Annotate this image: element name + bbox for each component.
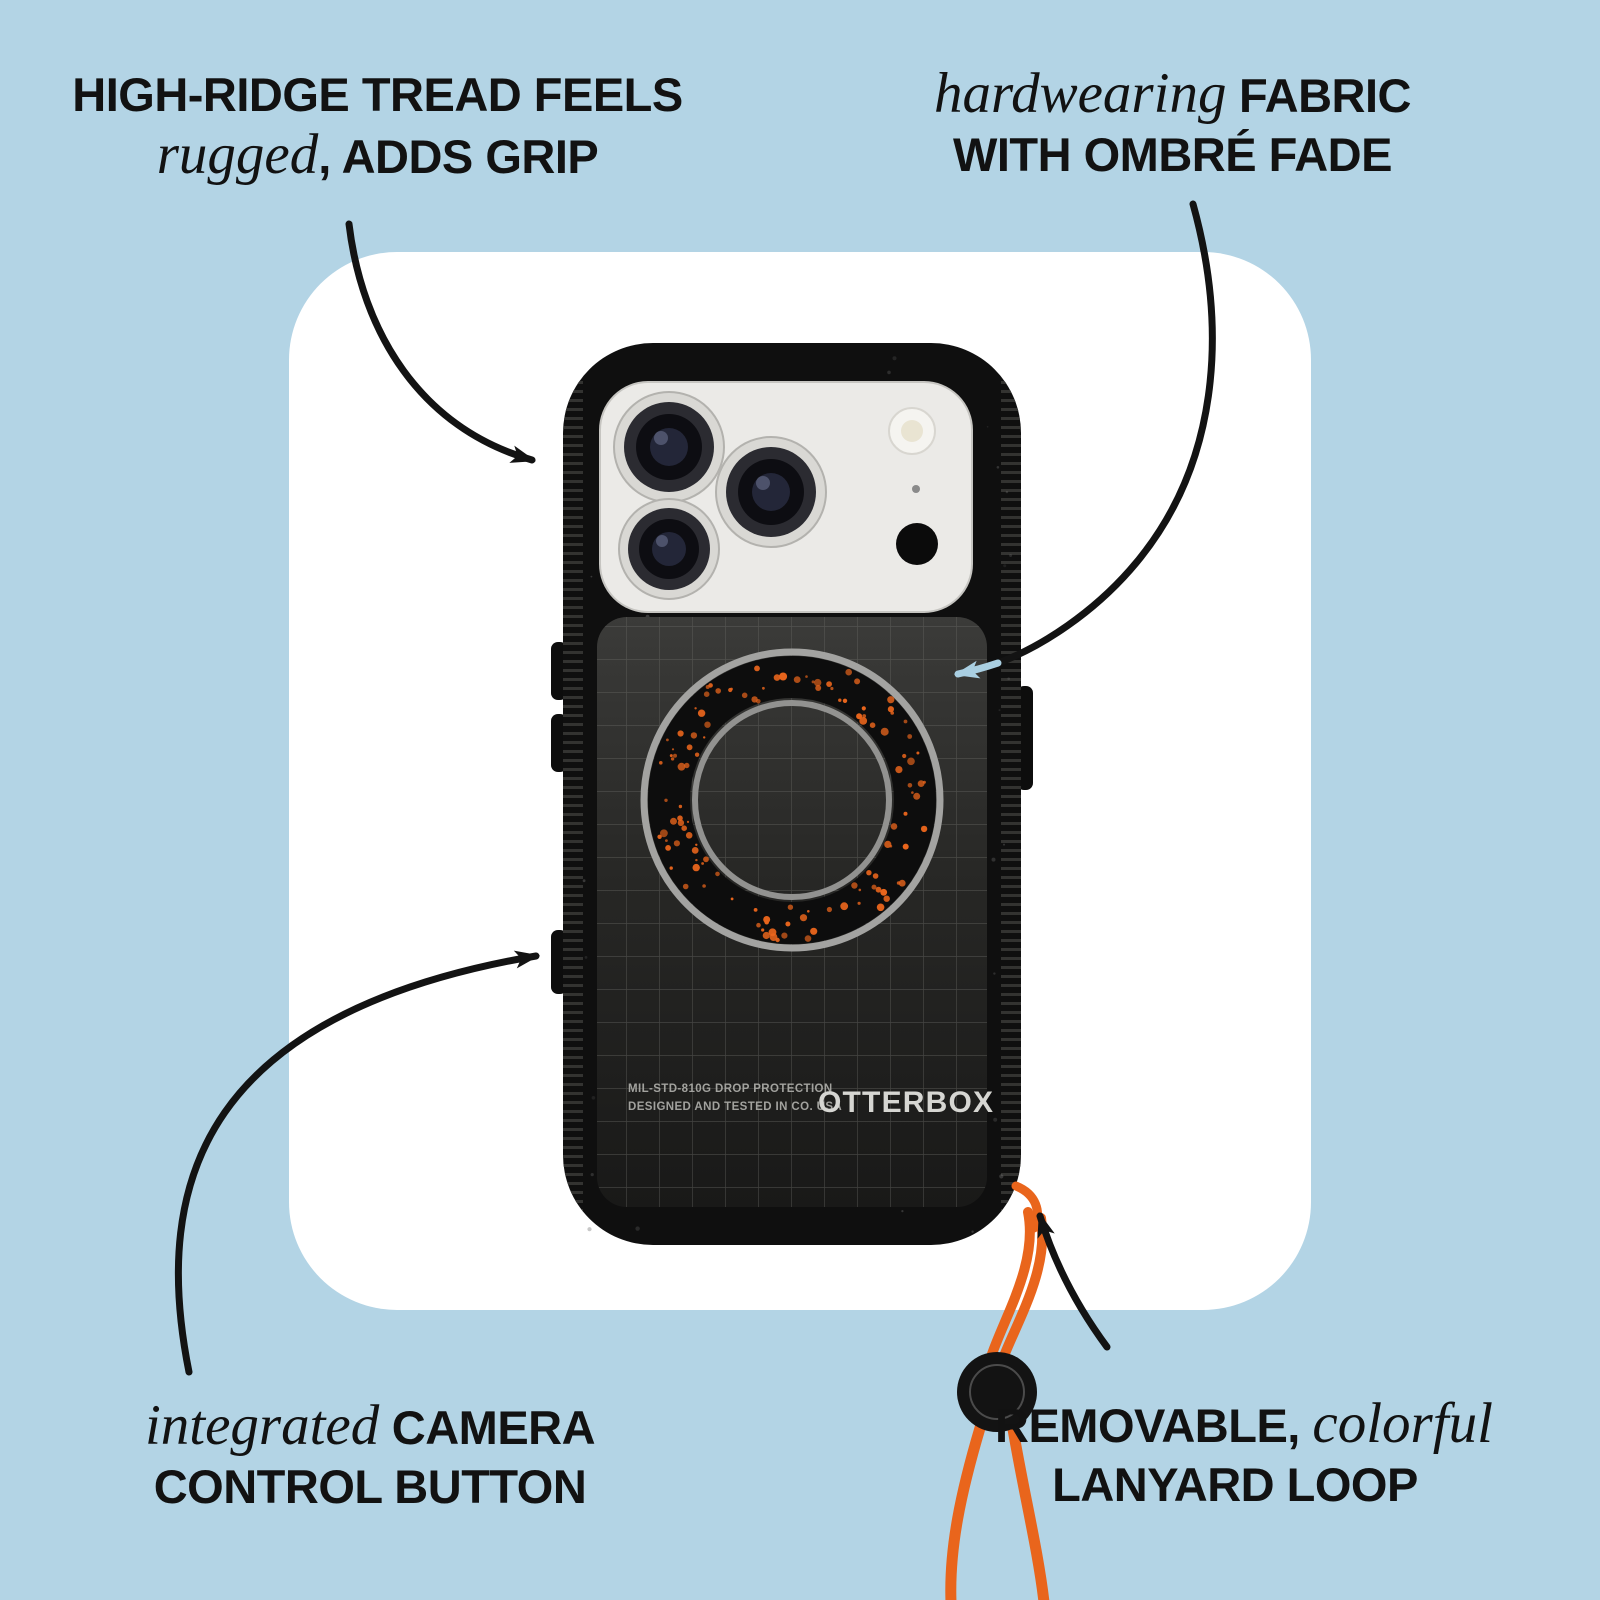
camera-lens-center	[715, 436, 827, 548]
callout-text-italic: hardwearing	[934, 62, 1227, 125]
callout-line-1: HIGH-RIDGE TREAD FEELS	[55, 70, 700, 119]
lanyard-loop-attachment	[1011, 1181, 1042, 1233]
callout-text-sans: FABRIC	[1226, 69, 1411, 122]
camera-module	[599, 381, 973, 613]
lanyard-cord-upper-left	[987, 1207, 1035, 1359]
lanyard-cord-lower-right	[1007, 1423, 1050, 1600]
callout-camera-control: integrated CAMERA CONTROL BUTTON	[120, 1396, 620, 1517]
callout-high-ridge-tread: HIGH-RIDGE TREAD FEELS rugged, ADDS GRIP	[55, 70, 700, 191]
callout-line-2: WITH OMBRÉ FADE	[900, 130, 1445, 179]
magsafe-ring	[640, 648, 944, 952]
callout-text-sans: CONTROL BUTTON	[153, 1459, 587, 1513]
callout-text-sans: LANYARD LOOP	[1052, 1457, 1418, 1511]
callout-text-italic: colorful	[1312, 1392, 1493, 1455]
arrow-lanyard-loop	[1036, 1212, 1111, 1351]
magsafe-outer-ring	[640, 648, 944, 952]
callout-lanyard-loop: REMOVABLE, colorful LANYARD LOOP	[995, 1394, 1493, 1515]
lanyard	[945, 1181, 1050, 1600]
lanyard-cord-lower-left	[945, 1422, 986, 1600]
callout-line-2: CONTROL BUTTON	[120, 1462, 620, 1511]
case-back-labels: MIL-STD-810G DROP PROTECTION DESIGNED AN…	[628, 1083, 994, 1119]
callout-text-sans: WITH OMBRÉ FADE	[953, 127, 1392, 181]
callout-text-italic: integrated	[144, 1394, 380, 1457]
cert-text-line2: DESIGNED AND TESTED IN CO. USA	[628, 1101, 842, 1113]
phone-case: MIL-STD-810G DROP PROTECTION DESIGNED AN…	[551, 343, 1033, 1245]
microphone-dot	[912, 485, 920, 493]
camera-lens-bottom-left	[618, 498, 720, 600]
camera-lens-top-left	[613, 391, 725, 503]
callout-text-italic: rugged	[156, 123, 319, 187]
lidar-sensor	[896, 523, 938, 565]
magsafe-inner-ring	[692, 700, 892, 900]
cert-text-line1: MIL-STD-810G DROP PROTECTION	[628, 1083, 833, 1095]
callout-line-1: REMOVABLE, colorful	[995, 1394, 1493, 1454]
lanyard-disc-ring	[969, 1364, 1025, 1420]
callout-text-sans: HIGH-RIDGE TREAD FEELS	[72, 68, 683, 121]
callout-line-2: LANYARD LOOP	[995, 1460, 1475, 1509]
callout-arrows	[174, 200, 1216, 1376]
flash-inner	[901, 420, 923, 442]
callout-text-sans: CAMERA	[379, 1401, 596, 1454]
right-edge-tread	[1001, 343, 1021, 1245]
callout-line-1: integrated CAMERA	[120, 1396, 620, 1456]
arrow-fabric-blue-tip	[954, 659, 1002, 679]
lanyard-cinch-disc	[957, 1352, 1037, 1432]
magsafe-orange-speckles	[657, 665, 928, 943]
left-edge-tread	[563, 343, 583, 1245]
otterbox-logo: OTTERBOX	[818, 1086, 994, 1119]
callout-line-2: rugged, ADDS GRIP	[55, 125, 700, 185]
magsafe-main-ring	[648, 656, 936, 944]
callout-line-1: hardwearing FABRIC	[900, 64, 1445, 124]
callout-text-sans: , ADDS GRIP	[318, 130, 599, 184]
arrow-camera-control	[174, 950, 540, 1376]
callout-hardwearing-fabric: hardwearing FABRIC WITH OMBRÉ FADE	[900, 64, 1445, 185]
callout-text-sans: REMOVABLE,	[995, 1399, 1313, 1452]
arrow-fabric-black-part	[994, 200, 1216, 667]
high-ridge-tread-edges	[563, 343, 1021, 1245]
arrow-high-ridge-tread	[345, 220, 536, 464]
